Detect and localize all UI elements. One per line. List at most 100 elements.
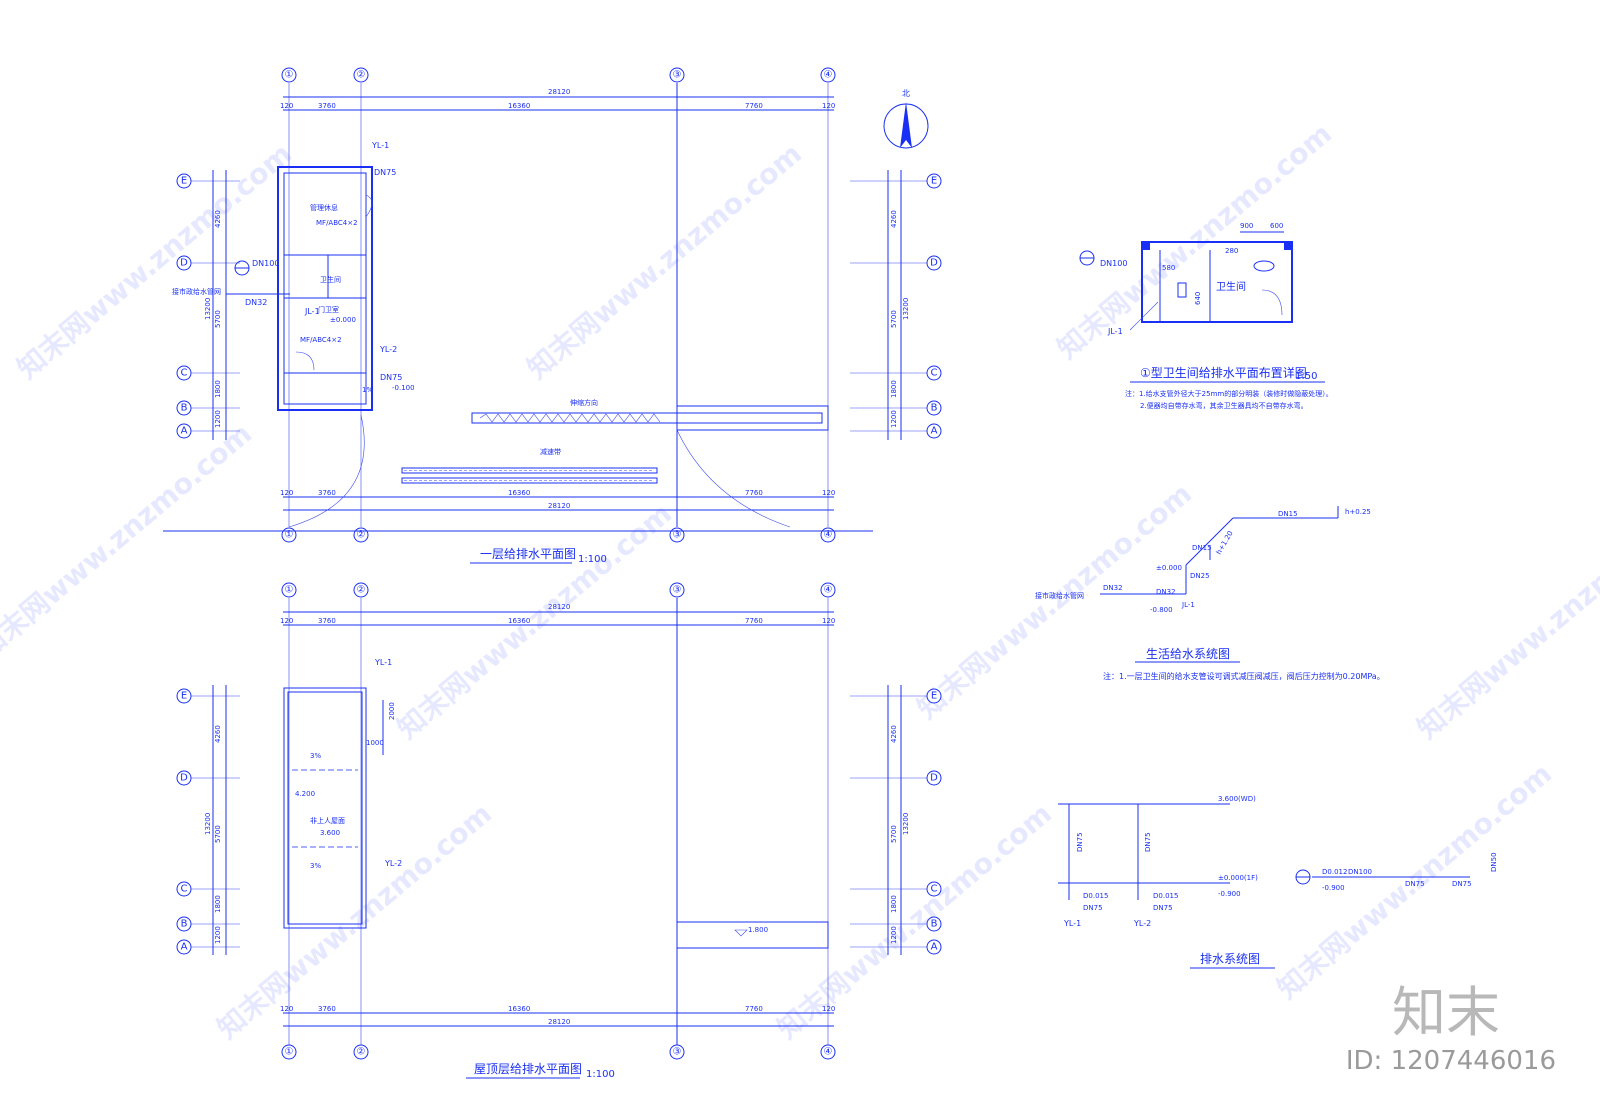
svg-text:13200: 13200: [204, 813, 212, 835]
svg-text:1800: 1800: [890, 895, 898, 913]
axis-bubble-A-left: A: [176, 939, 192, 955]
svg-text:4260: 4260: [890, 725, 898, 743]
svg-text:580: 580: [1162, 264, 1175, 272]
svg-text:④: ④: [824, 530, 833, 541]
svg-text:120: 120: [280, 102, 293, 110]
svg-text:卫生间: 卫生间: [1216, 280, 1246, 293]
svg-text:DN75: DN75: [374, 168, 396, 177]
svg-text:28120: 28120: [548, 88, 570, 96]
svg-text:④: ④: [824, 70, 833, 81]
axis-bubble-A-right: A: [926, 423, 942, 439]
svg-text:③: ③: [673, 1047, 682, 1058]
svg-text:C: C: [931, 368, 938, 379]
svg-text:A: A: [931, 942, 938, 953]
svg-text:DN75: DN75: [1076, 832, 1084, 852]
svg-text:DN50: DN50: [1490, 852, 1498, 872]
svg-text:B: B: [931, 403, 938, 414]
svg-text:DN15: DN15: [1192, 544, 1212, 552]
svg-text:①: ①: [285, 530, 294, 541]
svg-text:3760: 3760: [318, 489, 336, 497]
svg-text:120: 120: [822, 617, 835, 625]
axis-bubble-E-right: E: [926, 688, 942, 704]
svg-text:120: 120: [822, 1005, 835, 1013]
svg-text:120: 120: [822, 489, 835, 497]
svg-text:DN75: DN75: [1083, 904, 1103, 912]
svg-text:DN100: DN100: [252, 259, 279, 268]
svg-text:1000: 1000: [366, 739, 384, 747]
svg-text:YL-2: YL-2: [379, 345, 397, 354]
svg-text:管理休息: 管理休息: [310, 203, 338, 212]
svg-text:DN32: DN32: [1103, 584, 1123, 592]
svg-text:-0.800: -0.800: [1150, 606, 1173, 614]
svg-text:h+0.25: h+0.25: [1345, 508, 1371, 516]
svg-text:③: ③: [673, 70, 682, 81]
svg-text:DN75: DN75: [1153, 904, 1173, 912]
axis-bubble-1-bottom: ①: [281, 1044, 297, 1060]
svg-text:1800: 1800: [890, 380, 898, 398]
svg-text:接市政给水管网: 接市政给水管网: [1035, 591, 1084, 600]
axis-bubble-4-top: ④: [820, 67, 836, 83]
svg-text:5700: 5700: [890, 310, 898, 328]
svg-text:120: 120: [280, 1005, 293, 1013]
axis-bubble-3-bottom: ③: [669, 1044, 685, 1060]
svg-text:D0.015: D0.015: [1153, 892, 1178, 900]
svg-text:DN15: DN15: [1278, 510, 1298, 518]
svg-text:3760: 3760: [318, 617, 336, 625]
svg-text:C: C: [181, 368, 188, 379]
svg-text:JL-1: JL-1: [1107, 327, 1123, 336]
svg-text:DN25: DN25: [1190, 572, 1210, 580]
svg-text:非上人屋面: 非上人屋面: [310, 816, 345, 825]
svg-text:7760: 7760: [745, 617, 763, 625]
svg-text:13200: 13200: [204, 298, 212, 320]
svg-text:2000: 2000: [388, 702, 396, 720]
svg-text:C: C: [931, 884, 938, 895]
brand-logo: 知末: [1392, 981, 1500, 1044]
svg-text:1:100: 1:100: [586, 1069, 615, 1080]
svg-text:900: 900: [1240, 222, 1253, 230]
axis-bubble-C-left: C: [176, 365, 192, 381]
svg-text:D0.012: D0.012: [1322, 868, 1347, 876]
svg-text:DN75: DN75: [1452, 880, 1472, 888]
axis-bubble-D-left: D: [176, 770, 192, 786]
axis-bubble-2-bottom: ②: [353, 527, 369, 543]
svg-text:B: B: [181, 919, 188, 930]
svg-text:4260: 4260: [214, 210, 222, 228]
axis-bubble-A-right: A: [926, 939, 942, 955]
svg-text:600: 600: [1270, 222, 1283, 230]
svg-text:3%: 3%: [310, 862, 321, 870]
svg-text:28120: 28120: [548, 1018, 570, 1026]
svg-text:D: D: [180, 773, 188, 784]
svg-text:①: ①: [285, 1047, 294, 1058]
axis-bubble-2-bottom: ②: [353, 1044, 369, 1060]
svg-text:B: B: [181, 403, 188, 414]
svg-text:减速带: 减速带: [540, 447, 561, 456]
axis-bubble-A-left: A: [176, 423, 192, 439]
svg-text:卫生间: 卫生间: [320, 275, 341, 284]
svg-text:1:100: 1:100: [578, 554, 607, 565]
svg-text:7760: 7760: [745, 489, 763, 497]
svg-text:120: 120: [280, 489, 293, 497]
svg-text:④: ④: [824, 1047, 833, 1058]
svg-text:3%: 3%: [310, 752, 321, 760]
svg-text:门卫室: 门卫室: [318, 305, 339, 314]
svg-text:5700: 5700: [890, 825, 898, 843]
svg-text:④: ④: [824, 585, 833, 596]
svg-text:DN32: DN32: [1156, 588, 1176, 596]
drain-system: 3.600(WD) ±0.000(1F) -0.900 D0.015 D0.01…: [1058, 795, 1498, 969]
svg-text:DN75: DN75: [1144, 832, 1152, 852]
svg-text:3760: 3760: [318, 1005, 336, 1013]
svg-text:A: A: [181, 426, 188, 437]
svg-text:D: D: [180, 258, 188, 269]
svg-text:-0.900: -0.900: [1218, 890, 1241, 898]
svg-text:16360: 16360: [508, 617, 530, 625]
axis-bubble-D-left: D: [176, 255, 192, 271]
axis-bubble-4-top: ④: [820, 582, 836, 598]
svg-text:7760: 7760: [745, 1005, 763, 1013]
axis-bubble-E-right: E: [926, 173, 942, 189]
svg-text:1200: 1200: [890, 926, 898, 944]
axis-bubble-3-bottom: ③: [669, 527, 685, 543]
north-arrow: 北: [883, 89, 929, 149]
svg-text:E: E: [931, 691, 937, 702]
svg-text:D: D: [930, 773, 938, 784]
svg-text:注：1.给水支管外径大于25mm的部分明装（装修时做隐蔽处理: 注：1.给水支管外径大于25mm的部分明装（装修时做隐蔽处理）。: [1125, 389, 1333, 398]
